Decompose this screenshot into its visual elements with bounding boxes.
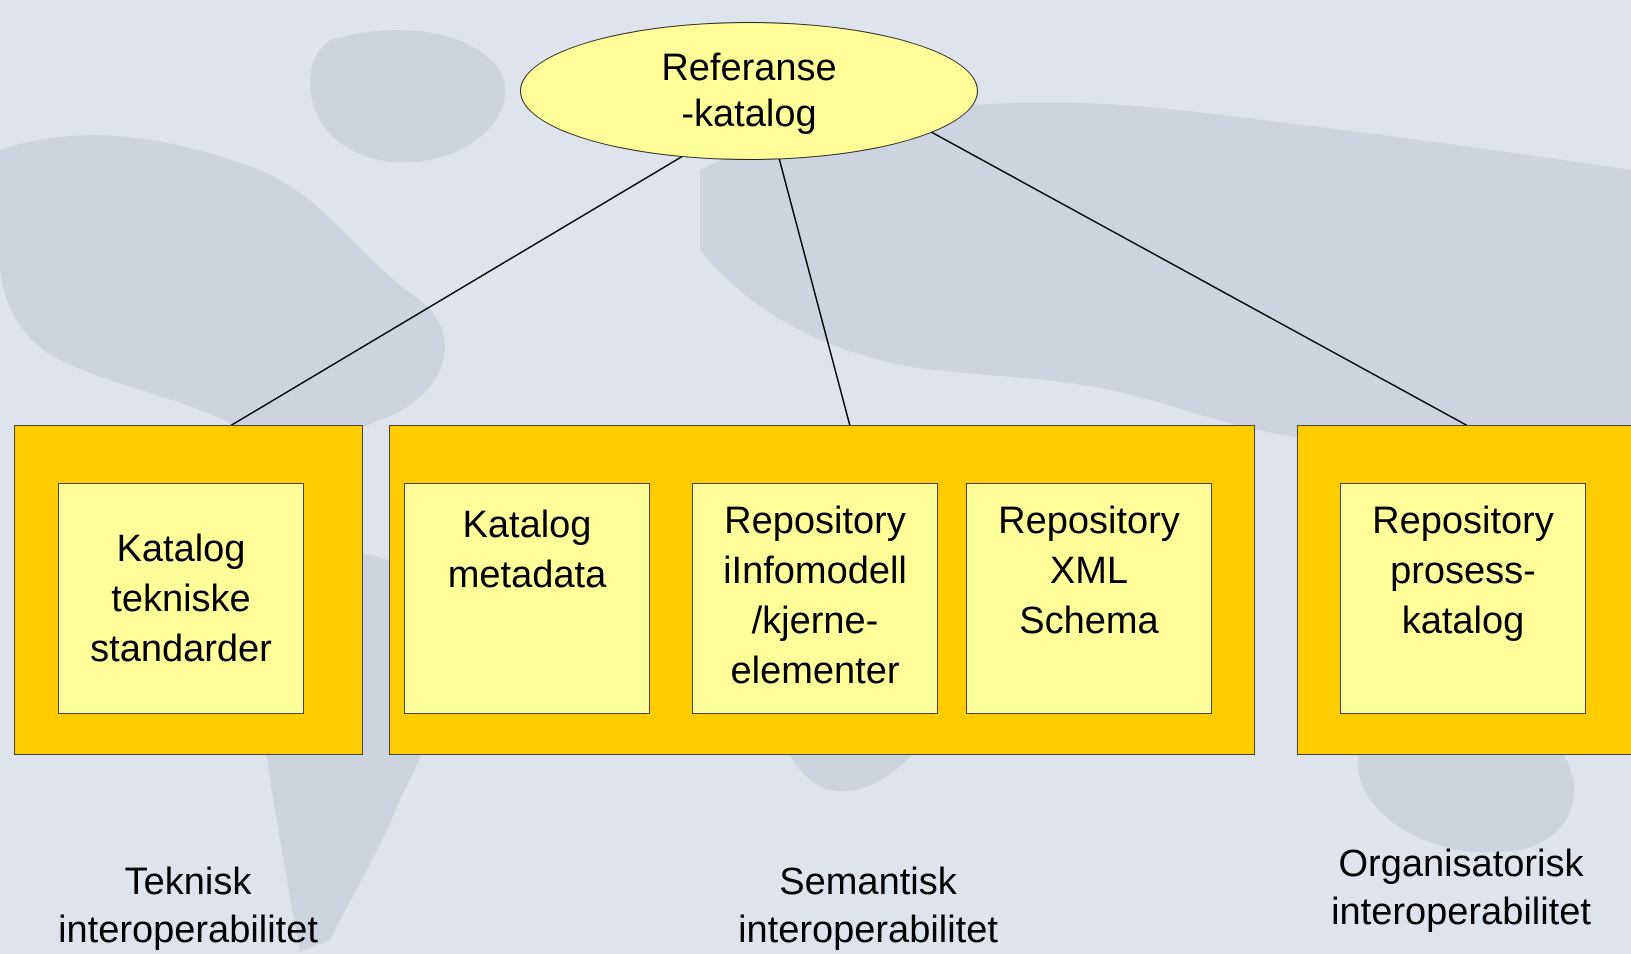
greenland-shape <box>310 30 506 163</box>
eurasia-shape <box>700 102 1631 470</box>
item-katalog-metadata: Katalog metadata <box>404 483 650 714</box>
item-katalog-tekniske-standarder: Katalog tekniske standarder <box>58 483 304 714</box>
referansekatalog-node: Referanse -katalog <box>520 22 978 160</box>
item-repository-xml-schema: Repository XML Schema <box>966 483 1212 714</box>
caption-semantisk: Semantisk interoperabilitet <box>738 861 998 951</box>
item-label: Katalog metadata <box>447 504 607 596</box>
item-repository-infomodell: Repository iInfomodell /kjerne- elemente… <box>692 483 938 714</box>
caption-organisatorisk: Organisatorisk interoperabilitet <box>1331 843 1591 933</box>
north-america-shape <box>0 135 446 453</box>
item-repository-prosesskatalog: Repository prosess- katalog <box>1340 483 1586 714</box>
caption-teknisk: Teknisk interoperabilitet <box>58 861 318 951</box>
item-label: Repository prosess- katalog <box>1372 500 1554 642</box>
root-label: Referanse -katalog <box>661 47 837 135</box>
item-label: Repository XML Schema <box>998 500 1180 642</box>
item-label: Katalog tekniske standarder <box>90 527 272 670</box>
item-label: Repository iInfomodell /kjerne- elemente… <box>723 500 907 692</box>
